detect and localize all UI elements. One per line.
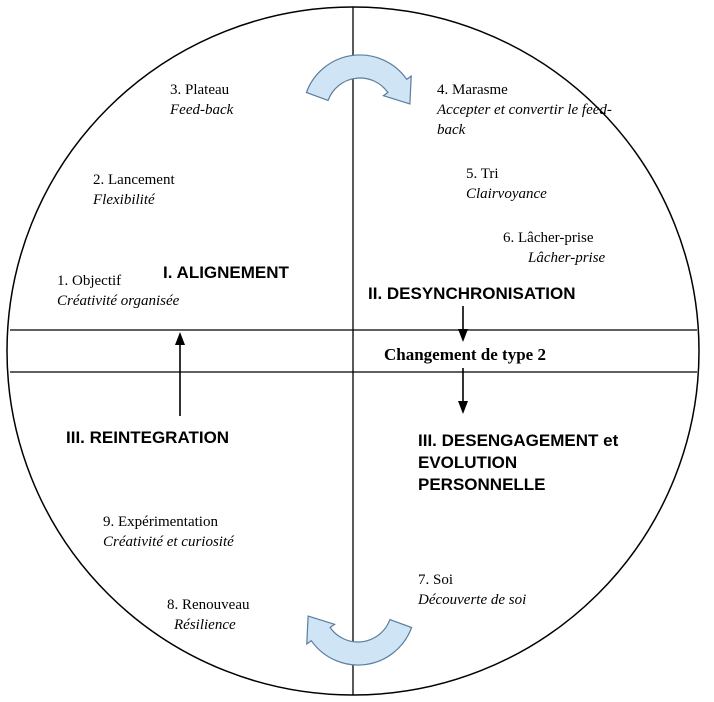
stage-6-lacher-prise: 6. Lâcher-prise Lâcher-prise — [503, 228, 605, 268]
stage-descriptor: Lâcher-prise — [528, 250, 606, 266]
stage-descriptor: Accepter et convertir le feed-back — [437, 102, 612, 138]
stage-2-lancement: 2. Lancement Flexibilité — [93, 170, 175, 210]
stage-label: 5. Tri — [466, 166, 499, 182]
stage-descriptor: Créativité et curiosité — [103, 534, 234, 550]
stage-descriptor: Flexibilité — [93, 192, 155, 208]
down-arrow-2-icon — [458, 401, 468, 414]
quadrant-title-desengagement-line2: EVOLUTION — [418, 453, 518, 472]
stage-label: 9. Expérimentation — [103, 514, 218, 530]
cycle-arrow-top-icon — [305, 54, 412, 105]
quadrant-title-reintegration: III. REINTEGRATION — [66, 428, 230, 447]
quadrant-title-desynchronisation: II. DESYNCHRONISATION — [368, 284, 576, 303]
stage-5-tri: 5. Tri Clairvoyance — [466, 164, 547, 204]
stage-label: 6. Lâcher-prise — [503, 230, 594, 246]
quadrant-title-desengagement-line1: III. DESENGAGEMENT et — [418, 431, 619, 450]
stage-9-experimentation: 9. Expérimentation Créativité et curiosi… — [103, 512, 234, 552]
stage-8-renouveau: 8. Renouveau Résilience — [167, 595, 249, 635]
down-arrow-1-icon — [458, 329, 468, 342]
stage-7-soi: 7. Soi Découverte de soi — [418, 570, 526, 610]
stage-descriptor: Feed-back — [170, 102, 234, 118]
stage-4-marasme: 4. Marasme Accepter et convertir le feed… — [437, 80, 615, 140]
stage-1-objectif: 1. Objectif Créativité organisée — [57, 271, 179, 311]
stage-label: 1. Objectif — [57, 273, 122, 289]
stage-3-plateau: 3. Plateau Feed-back — [170, 80, 233, 120]
stage-label: 8. Renouveau — [167, 597, 250, 613]
stage-label: 3. Plateau — [170, 82, 230, 98]
stage-label: 7. Soi — [418, 572, 454, 588]
stage-descriptor: Créativité organisée — [57, 293, 180, 309]
band-label: Changement de type 2 — [384, 345, 546, 364]
stage-label: 4. Marasme — [437, 82, 508, 98]
stage-descriptor: Découverte de soi — [418, 592, 527, 608]
cycle-arrow-bottom-icon — [306, 615, 413, 666]
quadrant-title-alignement: I. ALIGNEMENT — [163, 263, 289, 282]
stage-descriptor: Clairvoyance — [466, 186, 547, 202]
up-arrow-icon — [175, 332, 185, 345]
stage-descriptor: Résilience — [174, 617, 236, 633]
stage-label: 2. Lancement — [93, 172, 175, 188]
quadrant-title-desengagement-line3: PERSONNELLE — [418, 475, 546, 494]
quadrant-title-desengagement: III. DESENGAGEMENT et EVOLUTION PERSONNE… — [418, 430, 618, 496]
